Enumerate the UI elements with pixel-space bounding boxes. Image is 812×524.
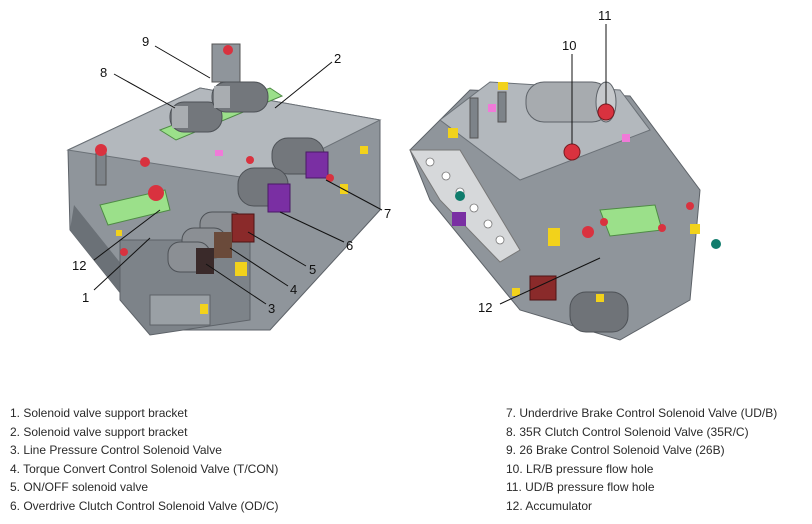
callout-5: 5 <box>309 262 316 277</box>
callout-10: 10 <box>562 38 576 53</box>
legend-item-1: 1. Solenoid valve support bracket <box>10 406 188 420</box>
solenoid-6 <box>237 167 291 213</box>
legend-item-6: 6. Overdrive Clutch Control Solenoid Val… <box>10 498 279 513</box>
legend-item-9: 9. 26 Brake Control Solenoid Valve (26B) <box>506 443 725 458</box>
legend-item-3: 3. Line Pressure Control Solenoid Valve <box>10 443 222 458</box>
solenoid-7 <box>271 137 329 179</box>
callout-2: 2 <box>334 51 341 66</box>
legend-item-5: 5. ON/OFF solenoid valve <box>10 480 149 495</box>
callout-7: 7 <box>384 206 391 221</box>
legend-item-7: 7. Underdrive Brake Control Solenoid Val… <box>506 406 778 420</box>
solenoid-9 <box>211 81 269 113</box>
callout-11: 11 <box>598 8 612 23</box>
leader-lines <box>93 24 607 305</box>
callout-9: 9 <box>142 34 149 49</box>
callout-8: 8 <box>100 65 107 80</box>
left-valve-body <box>66 43 382 336</box>
solenoid-8 <box>169 101 223 133</box>
legend-item-10: 10. LR/B pressure flow hole <box>506 461 654 476</box>
legend-item-8: 8. 35R Clutch Control Solenoid Valve (35… <box>506 424 749 439</box>
callout-12-right: 12 <box>478 300 492 315</box>
callout-12-left: 12 <box>72 258 86 273</box>
legend-right-column: 7. Underdrive Brake Control Solenoid Val… <box>506 404 777 516</box>
solenoid-3 <box>167 241 214 274</box>
legend-item-11: 11. UD/B pressure flow hole <box>506 480 655 495</box>
callout-3: 3 <box>268 301 275 316</box>
legend-item-12: 12. Accumulator <box>506 498 593 513</box>
callout-4: 4 <box>290 282 297 297</box>
valve-body-diagram: 9 8 2 7 6 5 4 3 1 12 10 11 12 <box>66 8 721 341</box>
callout-labels: 9 8 2 7 6 5 4 3 1 12 10 11 12 <box>72 8 612 316</box>
legend-left-column: 1. Solenoid valve support bracket 2. Sol… <box>10 404 279 516</box>
right-valve-body <box>409 81 721 341</box>
callout-1: 1 <box>82 290 89 305</box>
ud-b-flow-hole <box>597 103 615 121</box>
bracket-right <box>599 204 663 237</box>
lr-b-flow-hole <box>563 143 581 161</box>
legend-item-2: 2. Solenoid valve support bracket <box>10 424 188 439</box>
callout-6: 6 <box>346 238 353 253</box>
legend-item-4: 4. Torque Convert Control Solenoid Valve… <box>10 461 279 476</box>
